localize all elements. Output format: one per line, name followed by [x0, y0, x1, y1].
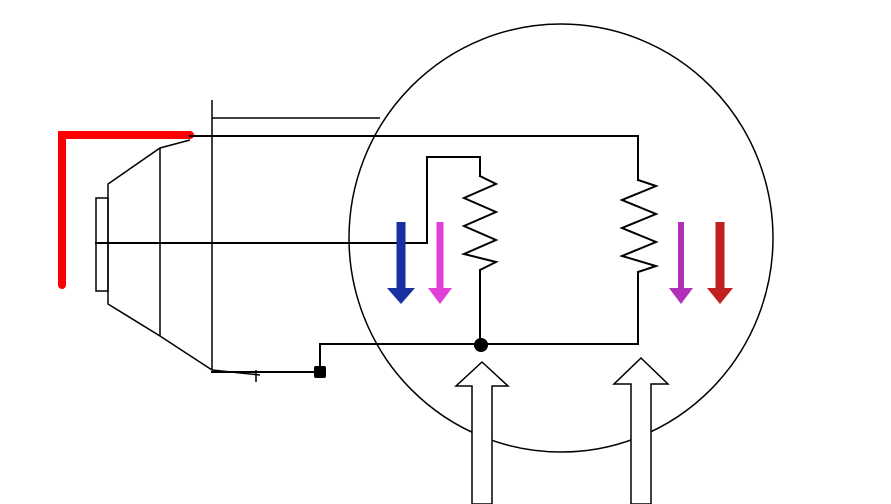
middle-wire: [95, 156, 481, 244]
highlight-wire: [58, 131, 194, 289]
return-wire: [211, 343, 481, 373]
top-wire: [189, 135, 639, 181]
bulb-outline: [348, 23, 774, 453]
entry-arrow-left: [454, 360, 510, 504]
lamp-base: [95, 100, 380, 382]
junction-dot-center: [474, 338, 488, 352]
current-arrow-right-purple: [669, 222, 693, 304]
junction-dot-left: [314, 366, 326, 378]
current-arrow-left-blue: [387, 222, 415, 304]
filament-right: [618, 178, 660, 345]
current-arrow-right-red: [707, 222, 733, 304]
entry-arrow-right: [612, 356, 670, 504]
filament-left: [460, 174, 499, 345]
current-arrow-left-magenta: [428, 222, 452, 304]
